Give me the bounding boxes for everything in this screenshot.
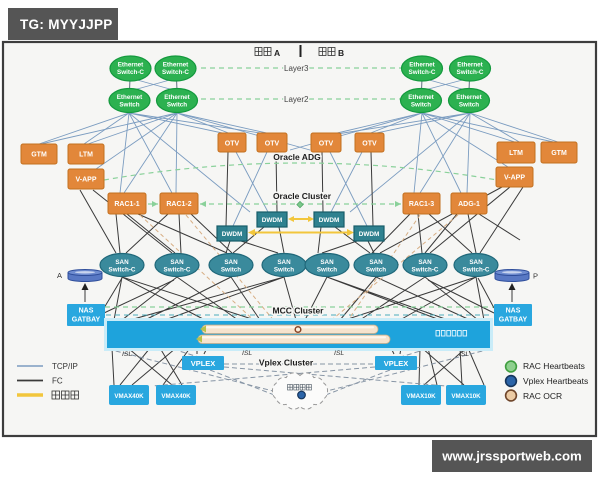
svg-text:GTM: GTM [551,150,567,157]
svg-text:ADG-1: ADG-1 [458,201,480,208]
svg-text:RAC1-1: RAC1-1 [114,201,139,208]
svg-text:SAN: SAN [224,259,238,266]
svg-text:Switch: Switch [411,102,431,109]
svg-text:VPLEX: VPLEX [384,359,409,368]
svg-text:LTM: LTM [79,152,93,159]
svg-text:V-APP: V-APP [504,175,525,182]
svg-text:Ethernet: Ethernet [456,94,482,101]
svg-text:ISL: ISL [334,350,344,357]
svg-text:ISL: ISL [459,351,469,358]
svg-text:LTM: LTM [509,150,523,157]
svg-text:Ethernet: Ethernet [408,94,434,101]
svg-text:MCC Cluster: MCC Cluster [272,306,324,316]
svg-text:Vplex Cluster: Vplex Cluster [259,358,314,368]
svg-text:Ethernet: Ethernet [163,62,189,69]
svg-text:www.jrssportweb.com: www.jrssportweb.com [441,449,581,464]
svg-text:Switch-C: Switch-C [162,69,189,76]
svg-text:RAC1-3: RAC1-3 [409,201,434,208]
svg-text:Switch-C: Switch-C [412,267,439,274]
svg-text:B: B [338,48,344,58]
svg-text:Switch: Switch [459,102,479,109]
svg-text:SAN: SAN [469,259,483,266]
svg-text:SAN: SAN [115,259,129,266]
svg-text:Ethernet: Ethernet [118,62,144,69]
svg-text:Switch: Switch [274,267,294,274]
svg-text:DWDM: DWDM [359,231,380,238]
svg-text:Ethernet: Ethernet [117,94,143,101]
svg-text:Oracle ADG: Oracle ADG [273,152,321,162]
svg-text:Layer2: Layer2 [284,95,309,104]
svg-text:SAN: SAN [170,259,184,266]
svg-text:VPLEX: VPLEX [191,359,216,368]
svg-text:OTV: OTV [225,141,240,148]
svg-text:VMAX40K: VMAX40K [114,393,144,400]
svg-text:A: A [57,271,62,280]
svg-text:Switch: Switch [119,102,139,109]
svg-text:RAC1-2: RAC1-2 [166,201,191,208]
svg-text:Ethernet: Ethernet [409,62,435,69]
svg-text:Switch-C: Switch-C [457,69,484,76]
svg-text:ISL: ISL [122,351,132,358]
svg-text:Vplex Heartbeats: Vplex Heartbeats [523,376,588,386]
svg-text:SAN: SAN [418,259,432,266]
svg-text:GATBAY: GATBAY [499,317,528,324]
svg-text:Switch-C: Switch-C [164,267,191,274]
svg-text:Layer3: Layer3 [284,64,309,73]
svg-text:Ethernet: Ethernet [457,62,483,69]
svg-text:A: A [274,48,280,58]
svg-text:Switch: Switch [167,102,187,109]
svg-text:NAS: NAS [79,308,94,315]
svg-text:GATBAY: GATBAY [72,317,101,324]
svg-text:RAC OCR: RAC OCR [523,391,562,401]
svg-text:DWDM: DWDM [222,231,243,238]
svg-text:DWDM: DWDM [262,217,283,224]
svg-text:OTV: OTV [362,141,377,148]
svg-text:OTV: OTV [265,141,280,148]
svg-text:Switch: Switch [317,267,337,274]
svg-text:Switch-C: Switch-C [109,267,136,274]
svg-text:P: P [533,272,538,281]
svg-text:VMAX10K: VMAX10K [451,393,481,400]
svg-text:Switch-C: Switch-C [409,69,436,76]
svg-text:RAC Heartbeats: RAC Heartbeats [523,361,585,371]
svg-text:TCP/IP: TCP/IP [52,362,78,371]
svg-text:SAN: SAN [320,259,334,266]
svg-text:GTM: GTM [31,152,47,159]
svg-text:TG: MYYJJPP: TG: MYYJJPP [20,17,113,32]
svg-text:Switch-C: Switch-C [117,69,144,76]
svg-text:OTV: OTV [319,141,334,148]
svg-text:Oracle Cluster: Oracle Cluster [273,191,332,201]
svg-text:VMAX40K: VMAX40K [161,393,191,400]
svg-text:SAN: SAN [277,259,291,266]
svg-text:V-APP: V-APP [75,177,96,184]
svg-text:Switch-C: Switch-C [463,267,490,274]
svg-text:DWDM: DWDM [319,217,340,224]
svg-text:VMAX10K: VMAX10K [406,393,436,400]
svg-text:Ethernet: Ethernet [164,94,190,101]
svg-text:Switch: Switch [366,267,386,274]
svg-text:Switch: Switch [221,267,241,274]
svg-text:ISL: ISL [242,350,252,357]
svg-text:FC: FC [52,377,63,386]
svg-text:NAS: NAS [506,308,521,315]
svg-text:SAN: SAN [369,259,383,266]
